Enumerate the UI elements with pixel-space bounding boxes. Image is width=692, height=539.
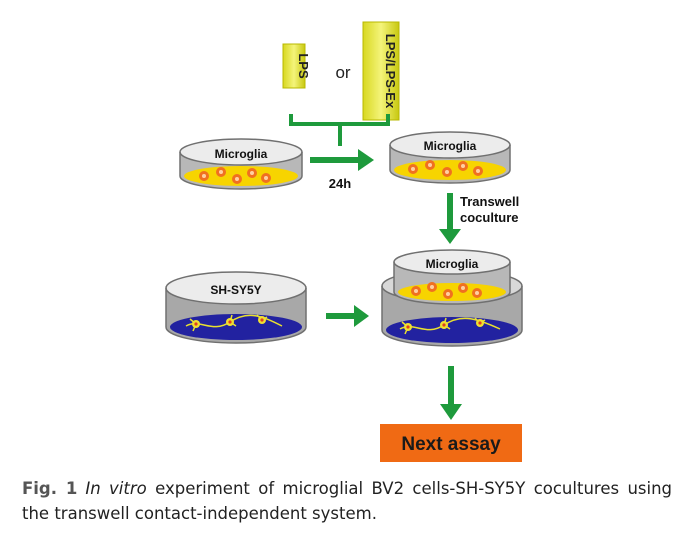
microglia-dish-treated (389, 131, 511, 184)
lps-ex-label: LPS/LPS-Ex (383, 34, 398, 109)
transwell-diagram: LPS or LPS/LPS-Ex Microglia 24h Microgli… (165, 21, 523, 462)
arrow-24h (310, 149, 374, 171)
or-label: or (335, 63, 350, 82)
coculture-insert-dish (393, 249, 511, 305)
next-assay-box (380, 424, 522, 462)
lps-ex-label-box: LPS/LPS-Ex (362, 21, 400, 121)
arrow-shsy5y (326, 305, 369, 327)
coculture-label: coculture (460, 210, 519, 225)
caption-italic: In vitro (85, 479, 147, 498)
arrow-next-assay (440, 366, 462, 420)
microglia-label-dish-2: Microglia (424, 139, 477, 153)
caption-text: experiment of microglial BV2 cells-SH-SY… (22, 479, 673, 523)
shsy5y-label: SH-SY5Y (210, 283, 261, 297)
shsy5y-dish (165, 271, 307, 344)
figure-label: Fig. 1 (22, 479, 78, 498)
microglia-label-insert: Microglia (426, 257, 479, 271)
treatment-bracket (289, 114, 390, 146)
next-assay-label: Next assay (401, 434, 501, 455)
microglia-label-dish-1: Microglia (215, 147, 268, 161)
transwell-label: Transwell (460, 194, 519, 209)
figure-caption: Fig. 1 In vitro experiment of microglial … (22, 476, 672, 526)
time-label: 24h (329, 176, 351, 191)
lps-label-box: LPS (282, 43, 311, 89)
arrow-transwell (439, 193, 461, 244)
microglia-dish-initial (179, 138, 303, 190)
lps-label: LPS (296, 53, 311, 79)
